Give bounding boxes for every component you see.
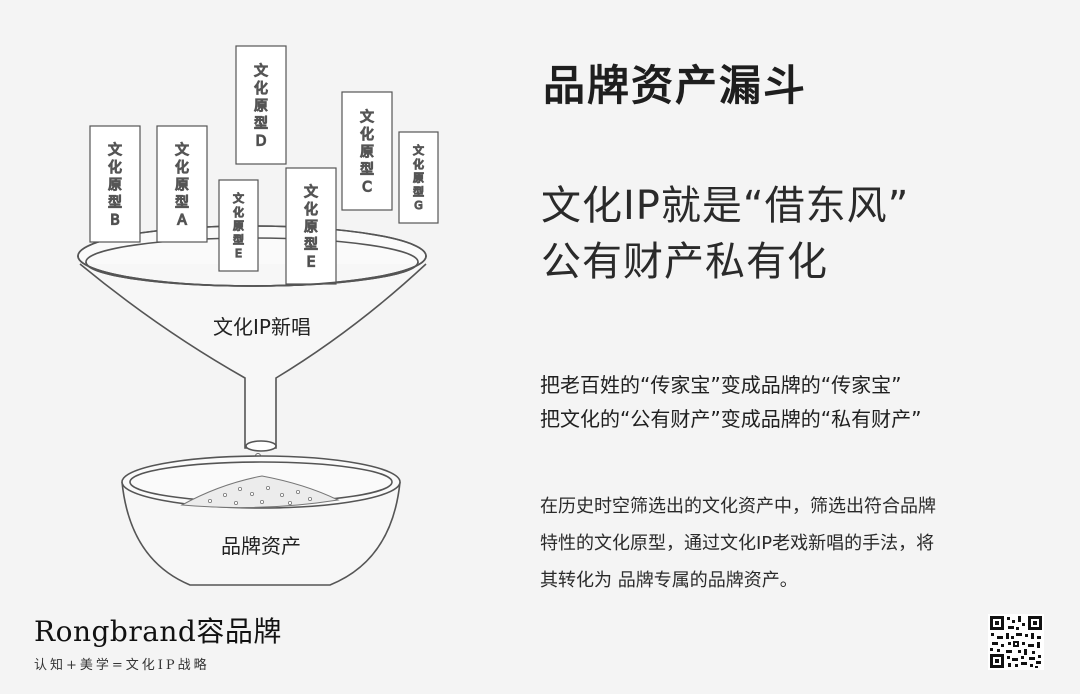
brand-name: Rongbrand容品牌 — [34, 615, 282, 648]
headline-line-1: 文化IP就是“借东风” — [541, 183, 910, 229]
headline-line-2: 公有财产私有化 — [541, 239, 828, 285]
page-title: 品牌资产漏斗 — [543, 61, 808, 110]
bowl-label: 品牌资产 — [221, 534, 301, 558]
bowl — [121, 455, 401, 586]
statement-line-1: 把老百姓的“传家宝”变成品牌的“传家宝” — [540, 373, 902, 397]
qr-code-icon — [988, 614, 1044, 670]
brand-tagline: 认知+美学=文化IP战略 — [34, 658, 210, 673]
body-line-3: 其转化为 品牌专属的品牌资产。 — [540, 570, 798, 591]
funnel-front-rim — [77, 255, 427, 287]
brand-logo: Rongbrand容品牌 认知+美学=文化IP战略 — [34, 610, 282, 673]
body-line-1: 在历史时空筛选出的文化资产中，筛选出符合品牌 — [540, 496, 936, 517]
funnel-label: 文化IP新唱 — [213, 315, 311, 339]
statement-line-2: 把文化的“公有财产”变成品牌的“私有财产” — [540, 407, 922, 431]
statement: 把老百姓的“传家宝”变成品牌的“传家宝” 把文化的“公有财产”变成品牌的“私有财… — [540, 368, 921, 436]
body-line-2: 特性的文化原型，通过文化IP老戏新唱的手法，将 — [540, 533, 935, 554]
headline: 文化IP就是“借东风” 公有财产私有化 — [541, 178, 909, 290]
body-paragraph: 在历史时空筛选出的文化资产中，筛选出符合品牌 特性的文化原型，通过文化IP老戏新… — [540, 488, 936, 599]
